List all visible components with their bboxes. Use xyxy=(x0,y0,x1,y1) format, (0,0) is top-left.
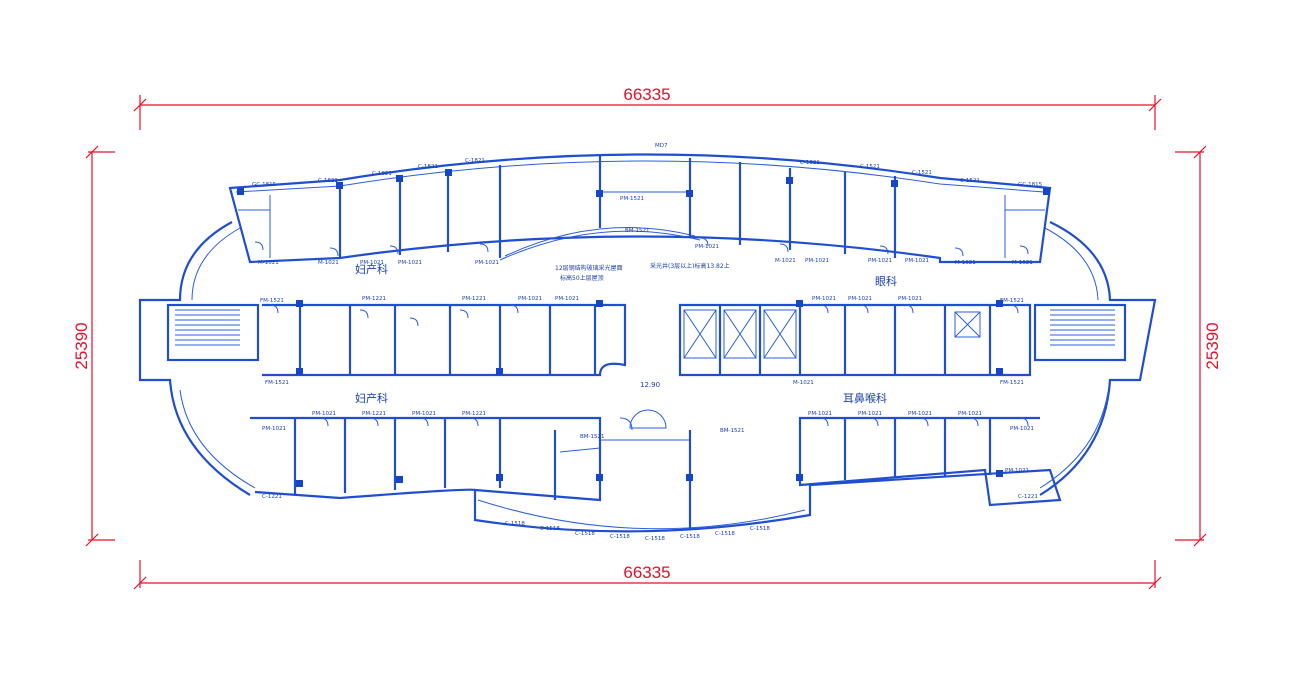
door-tag: PM-1021 xyxy=(695,244,719,250)
window-tag: C-1821 xyxy=(372,171,392,177)
door-tag: PM-1021 xyxy=(905,258,929,264)
door-tag: PM-1021 xyxy=(518,296,542,302)
structural-columns xyxy=(237,169,1050,487)
window-tag: C-1521 xyxy=(912,170,932,176)
window-tag: C-1821 xyxy=(800,160,820,166)
elevation-label: 12.90 xyxy=(640,381,660,389)
window-tag: C-1821 xyxy=(465,158,485,164)
window-tag: C-1821 xyxy=(418,164,438,170)
window-tag: C-1518 xyxy=(750,526,770,532)
door-tag: M-1021 xyxy=(318,260,339,266)
dimension-lines xyxy=(85,95,1207,590)
center-note: 采光井(3层以上)标高13.82上 xyxy=(650,262,730,270)
opening-tags: C-1821 C-1821 C-1821 C-1821 C-1821 C-152… xyxy=(252,143,1043,542)
window-tag: GC-1815 xyxy=(1018,182,1043,188)
door-tag: PM-1021 xyxy=(262,426,286,432)
door-tag: M-1021 xyxy=(1012,260,1033,266)
door-tag: FM-1521 xyxy=(1000,380,1024,386)
door-tag: FM-1521 xyxy=(1000,298,1024,304)
door-tag: M-1021 xyxy=(258,260,279,266)
door-tag: PM-1221 xyxy=(362,411,386,417)
window-tag: C-1518 xyxy=(540,526,560,532)
window-tag: GC-1815 xyxy=(252,182,277,188)
dept-label-ent: 耳鼻喉科 xyxy=(843,391,887,405)
window-tag: C-1518 xyxy=(575,531,595,537)
door-tag: PM-1221 xyxy=(462,411,486,417)
dept-label-obstetrics-lower: 妇产科 xyxy=(355,391,388,405)
building-outline xyxy=(138,153,1157,533)
door-tag: M-1021 xyxy=(955,260,976,266)
door-tag: PM-1021 xyxy=(360,260,384,266)
door-tag: PM-1021 xyxy=(1010,426,1034,432)
door-tag: PM-1221 xyxy=(362,296,386,302)
door-tag: PM-1021 xyxy=(312,411,336,417)
window-tag: MD7 xyxy=(655,143,668,149)
window-tag: C-1521 xyxy=(960,178,980,184)
door-tag: M-1021 xyxy=(793,380,814,386)
dimension-right: 25390 xyxy=(1203,322,1222,369)
door-swings xyxy=(254,237,1029,431)
door-tag: PM-1021 xyxy=(812,296,836,302)
dimension-left: 25390 xyxy=(72,322,91,369)
window-tag: C-1221 xyxy=(1018,494,1038,500)
door-tag: BM-1521 xyxy=(720,428,745,434)
window-tag: C-1821 xyxy=(318,178,338,184)
door-tag: PM-1021 xyxy=(805,258,829,264)
door-tag: PM-1021 xyxy=(958,411,982,417)
door-tag: FM-1521 xyxy=(265,380,289,386)
door-tag: BM-1521 xyxy=(625,228,650,234)
window-tag: C-1518 xyxy=(680,534,700,540)
window-tag: C-1518 xyxy=(715,531,735,537)
door-tag: PM-1521 xyxy=(620,196,644,202)
dept-label-obstetrics-upper: 妇产科 xyxy=(355,262,388,276)
door-tag: PM-1021 xyxy=(412,411,436,417)
elevation-marker-symbol xyxy=(629,409,667,429)
window-tag: C-1518 xyxy=(610,534,630,540)
door-tag: PM-1021 xyxy=(848,296,872,302)
upper-note-2: 标高50上层屋顶 xyxy=(560,274,604,282)
door-tag: PM-1021 xyxy=(868,258,892,264)
window-tag: C-1221 xyxy=(262,494,282,500)
door-tag: PM-1021 xyxy=(808,411,832,417)
door-tag: FM-1521 xyxy=(260,298,284,304)
door-tag: BM-1521 xyxy=(580,434,605,440)
door-tag: PM-1021 xyxy=(898,296,922,302)
door-tag: PM-1021 xyxy=(1005,468,1029,474)
upper-note-1: 12层钢结构玻璃采光屋面 xyxy=(555,264,623,272)
window-tag: C-1521 xyxy=(860,164,880,170)
door-tag: PM-1021 xyxy=(555,296,579,302)
window-tag: C-1518 xyxy=(505,521,525,527)
door-tag: PM-1021 xyxy=(858,411,882,417)
door-tag: PM-1221 xyxy=(462,296,486,302)
door-tag: PM-1021 xyxy=(908,411,932,417)
window-tag: C-1518 xyxy=(645,536,665,542)
door-tag: PM-1021 xyxy=(475,260,499,266)
dimension-bottom: 66335 xyxy=(623,563,670,582)
dept-label-ophthalmology: 眼科 xyxy=(875,274,897,288)
door-tag: PM-1021 xyxy=(398,260,422,266)
dimension-top: 66335 xyxy=(623,85,670,104)
door-tag: M-1021 xyxy=(775,258,796,264)
interior-walls xyxy=(166,155,1127,530)
